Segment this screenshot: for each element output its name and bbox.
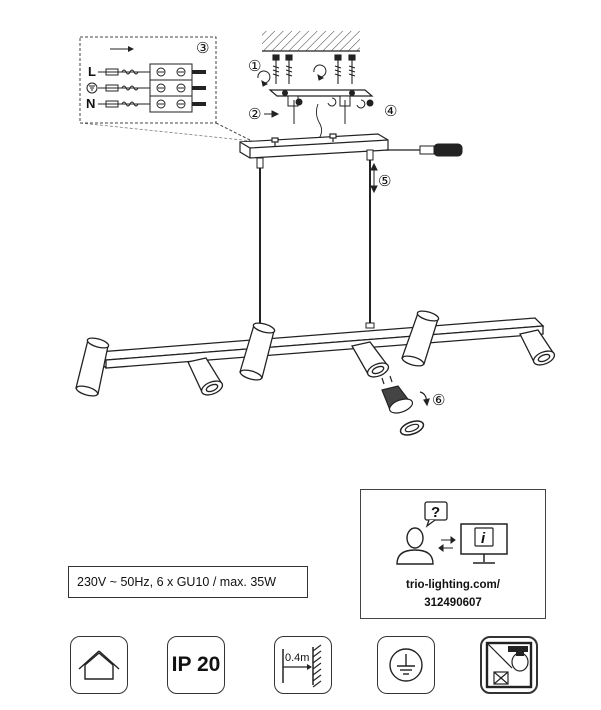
product-info-box: ? i trio-lighting.com/ 312490607 <box>360 489 546 619</box>
screwdriver-icon <box>386 143 463 157</box>
wire-label-live: L <box>88 64 96 79</box>
monitor-icon: i <box>460 523 508 564</box>
info-letter: i <box>481 530 486 547</box>
spotlight-1 <box>75 337 110 397</box>
no-dimmable-bulb-icon <box>480 636 538 694</box>
spotlight-6 <box>519 329 556 366</box>
wiring-detail: L N ③ <box>79 36 253 142</box>
website-url[interactable]: trio-lighting.com/ <box>406 579 500 591</box>
ip-rating-label: IP 20 <box>171 653 221 676</box>
spotlight-4 <box>350 341 390 378</box>
mounting-bracket <box>257 54 374 141</box>
support-info-icon: ? i <box>396 501 508 565</box>
indoor-house-icon <box>70 636 128 694</box>
spotlight-2 <box>187 357 224 396</box>
ceiling-canopy <box>239 133 389 159</box>
luminaire-bar <box>96 317 545 369</box>
step-4-label: ④ <box>384 103 397 120</box>
protective-earth-icon <box>377 636 435 694</box>
question-mark: ? <box>431 504 440 521</box>
distance-label: 0.4m <box>285 652 309 664</box>
gu10-bulb-icon <box>381 375 430 436</box>
step-2-label: ② <box>248 106 261 123</box>
step-5-label: ⑤ <box>378 173 391 190</box>
power-specification: 230V ~ 50Hz, 6 x GU10 / max. 35W <box>68 566 308 598</box>
question-bubble-icon: ? <box>424 501 448 528</box>
assembly-diagram: L N ③ ① ② ④ <box>75 31 556 436</box>
step-6-label: ⑥ <box>432 392 445 409</box>
exchange-arrows-icon <box>438 536 456 552</box>
suspension-cables <box>256 149 374 333</box>
ceiling-hatch <box>262 31 360 52</box>
wire-label-neutral: N <box>86 96 95 111</box>
spotlight-3 <box>239 322 276 381</box>
min-distance-icon: 0.4m <box>274 636 332 694</box>
step-1-label: ① <box>248 58 261 75</box>
ip20-icon: IP 20 <box>167 636 225 694</box>
person-icon <box>396 527 434 565</box>
step-3-label: ③ <box>196 40 209 57</box>
height-adjust-arrow <box>370 162 378 194</box>
spotlight-5 <box>401 310 440 367</box>
article-number: 312490607 <box>424 597 482 609</box>
